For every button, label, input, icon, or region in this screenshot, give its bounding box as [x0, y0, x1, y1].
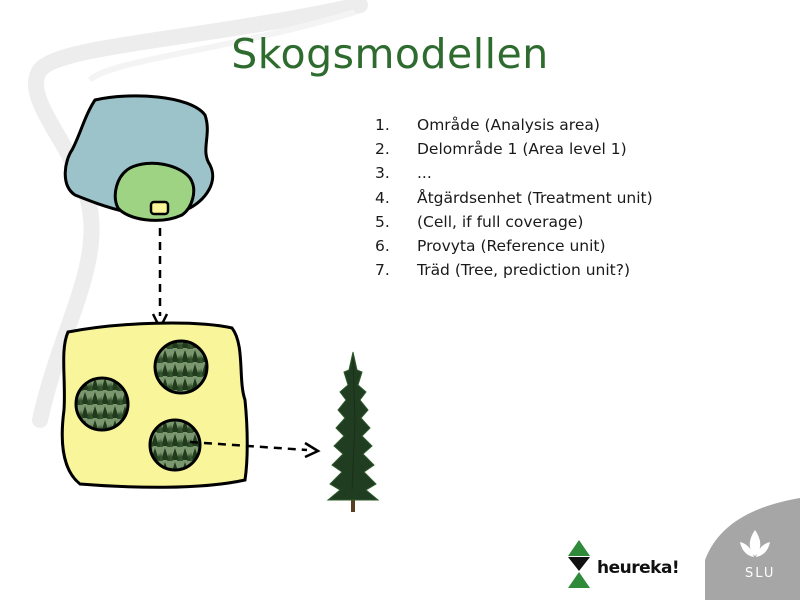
heureka-logo-text: heureka!	[597, 558, 680, 578]
list-item: 4.Åtgärdsenhet (Treatment unit)	[375, 188, 653, 207]
forest-plot-icon	[148, 418, 202, 472]
forest-plot-icon	[74, 376, 130, 432]
hierarchy-list: 1.Område (Analysis area) 2.Delområde 1 (…	[375, 113, 653, 282]
cell-shape	[149, 200, 170, 216]
list-item: 2.Delområde 1 (Area level 1)	[375, 140, 627, 159]
heureka-logo-icon	[568, 540, 590, 588]
arrow-right	[189, 440, 308, 452]
sub-area-shape	[113, 161, 196, 222]
list-item: 7.Träd (Tree, prediction unit?)	[375, 261, 631, 280]
list-item: 5.(Cell, if full coverage)	[375, 212, 584, 231]
list-item: 1.Område (Analysis area)	[375, 116, 600, 134]
forest-plot-icon	[153, 339, 209, 395]
slu-logo-text: SLU	[745, 566, 776, 581]
slide-title: Skogsmodellen	[231, 30, 549, 78]
slu-logo-icon	[740, 530, 770, 557]
list-item: 6.Provyta (Reference unit)	[375, 236, 606, 255]
spruce-tree-icon	[326, 351, 380, 512]
list-item: 3....	[375, 164, 432, 183]
